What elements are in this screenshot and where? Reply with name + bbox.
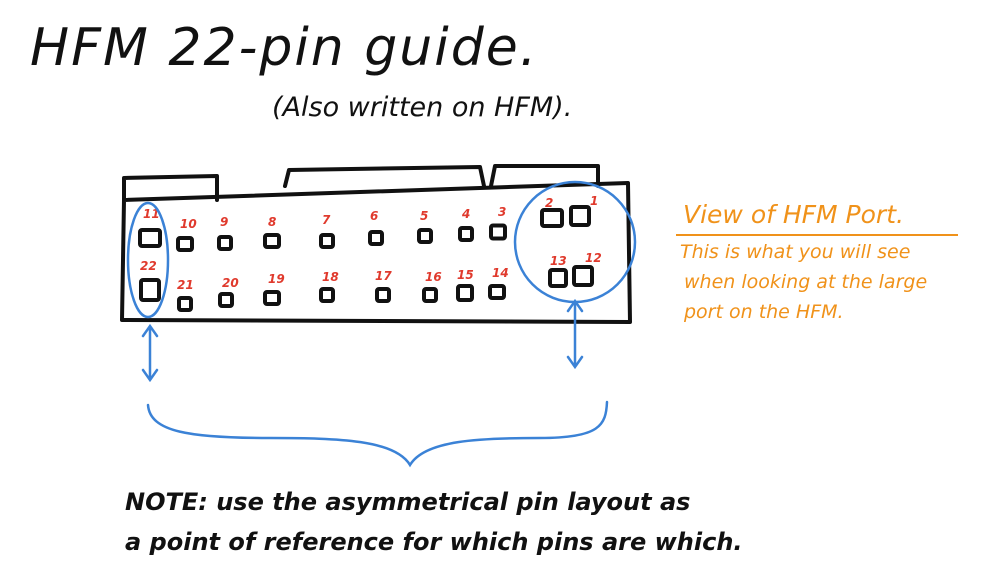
- page-title: HFM 22-pin guide.: [30, 18, 539, 78]
- pin-10: [176, 236, 194, 252]
- view-title: View of HFM Port.: [683, 200, 904, 229]
- view-description-line-3: port on the HFM.: [684, 301, 844, 323]
- pin-8: [263, 233, 281, 249]
- pin-1: [569, 205, 591, 227]
- pin-13: [548, 268, 568, 288]
- pin-12: [572, 265, 594, 287]
- note-line-1: NOTE: use the asymmetrical pin layout as: [125, 488, 691, 516]
- pin-label-16: 16: [425, 270, 442, 284]
- pin-11: [138, 228, 162, 248]
- pin-4: [458, 226, 474, 242]
- pin-label-22: 22: [140, 259, 157, 273]
- latch-center: [283, 165, 486, 188]
- pin-label-8: 8: [268, 215, 276, 229]
- pin-20: [218, 292, 234, 308]
- pin-3: [489, 223, 507, 241]
- pins-bottom-row: 22 21 20 19 18 17 16 15 14 13 12: [139, 251, 602, 312]
- pin-label-17: 17: [375, 269, 392, 283]
- pin-label-11: 11: [143, 207, 160, 221]
- left-highlight-ellipse: [126, 201, 170, 319]
- pin-21: [177, 296, 193, 312]
- pin-7: [319, 233, 335, 249]
- pin-label-12: 12: [585, 251, 602, 265]
- pins-top-row: 11 10 9 8 7 6 5 4 3 2 1: [138, 194, 598, 252]
- latch-right: [489, 164, 600, 188]
- pin-5: [417, 228, 433, 244]
- pin-22: [139, 278, 161, 302]
- pin-19: [263, 290, 281, 306]
- right-arrow: [566, 298, 584, 370]
- subtitle: (Also written on HFM).: [272, 92, 573, 123]
- pin-15: [456, 284, 474, 302]
- pin-label-19: 19: [268, 272, 285, 286]
- pin-label-2: 2: [545, 196, 553, 210]
- pin-label-5: 5: [420, 209, 428, 223]
- view-title-underline: [676, 234, 958, 236]
- connector-body: [120, 181, 632, 324]
- pin-2: [540, 208, 564, 228]
- pin-label-4: 4: [461, 207, 470, 221]
- view-description-line-1: This is what you will see: [680, 241, 911, 263]
- pin-label-15: 15: [457, 268, 474, 282]
- pin-17: [375, 287, 391, 303]
- connector-outline: [120, 164, 632, 324]
- pin-label-21: 21: [177, 278, 194, 292]
- pin-label-3: 3: [498, 205, 506, 219]
- view-description-line-2: when looking at the large: [684, 271, 928, 293]
- pin-label-14: 14: [492, 266, 509, 280]
- pin-label-20: 20: [222, 276, 239, 290]
- pin-16: [422, 287, 438, 303]
- pin-9: [217, 235, 233, 251]
- note-line-2: a point of reference for which pins are …: [125, 528, 743, 556]
- pin-label-1: 1: [590, 194, 598, 208]
- pin-6: [368, 230, 384, 246]
- pin-label-6: 6: [370, 209, 378, 223]
- pin-label-9: 9: [220, 215, 228, 229]
- pin-label-13: 13: [550, 254, 567, 268]
- pin-label-10: 10: [180, 217, 197, 231]
- pin-18: [319, 287, 335, 303]
- pin-label-18: 18: [322, 270, 339, 284]
- brace: [146, 400, 609, 468]
- left-arrow: [141, 323, 159, 383]
- pin-14: [488, 284, 506, 300]
- pin-label-7: 7: [322, 213, 331, 227]
- latch-left: [122, 174, 219, 202]
